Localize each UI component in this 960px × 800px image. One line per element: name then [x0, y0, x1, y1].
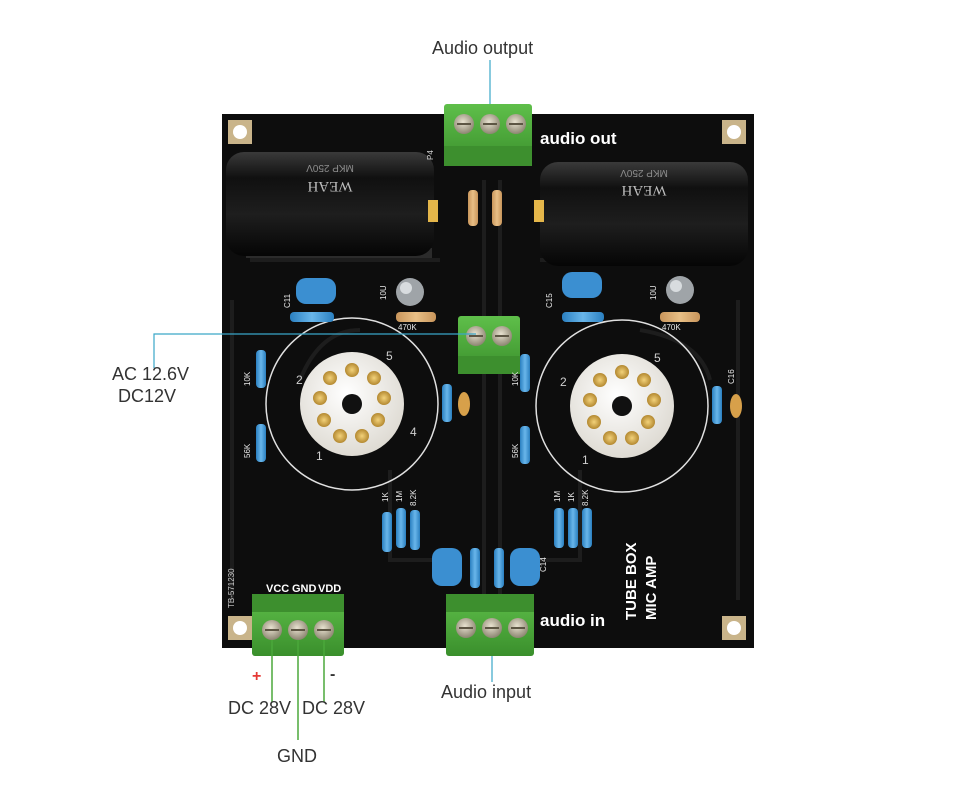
svg-text:2: 2 [296, 373, 303, 387]
mounting-holes [228, 120, 746, 640]
svg-text:MKP 250V: MKP 250V [306, 162, 354, 173]
power-callout-lines [271, 640, 325, 740]
svg-text:470K: 470K [662, 323, 681, 332]
terminal-ac-input [458, 316, 520, 374]
svg-text:MKP 250V: MKP 250V [620, 167, 668, 178]
svg-text:10K: 10K [511, 371, 520, 386]
silk-p4: P4 [426, 150, 435, 160]
svg-text:56K: 56K [511, 443, 520, 458]
svg-text:10U: 10U [649, 285, 658, 300]
svg-text:WEAH: WEAH [307, 178, 352, 194]
callout-dc-negative: DC 28V [302, 698, 366, 718]
svg-text:1: 1 [582, 453, 589, 467]
tube-socket-left: 2 5 1 4 [265, 317, 439, 491]
svg-text:C11: C11 [283, 293, 292, 308]
svg-text:10K: 10K [243, 371, 252, 386]
silk-gnd: GND [292, 583, 317, 595]
callout-audio-output: Audio output [432, 38, 534, 58]
svg-text:C15: C15 [545, 293, 554, 308]
silk-audio-in: audio in [540, 611, 605, 630]
svg-text:2: 2 [560, 375, 567, 389]
svg-text:C16: C16 [727, 369, 736, 384]
minus-sign: - [330, 666, 336, 683]
big-capacitor-left: WEAH MKP 250V [226, 152, 438, 258]
svg-text:8.2K: 8.2K [409, 489, 418, 506]
svg-text:56K: 56K [243, 443, 252, 458]
svg-text:5: 5 [386, 349, 393, 363]
callout-lines [153, 60, 493, 682]
resistors-vertical [256, 190, 722, 588]
silk-vcc: VCC [266, 583, 289, 595]
svg-text:4: 4 [410, 425, 417, 439]
terminal-audio-in [446, 594, 534, 656]
svg-text:10U: 10U [379, 285, 388, 300]
svg-text:1K: 1K [381, 492, 390, 502]
resistors-horizontal [290, 312, 700, 322]
svg-text:5: 5 [654, 351, 661, 365]
svg-text:1K: 1K [567, 492, 576, 502]
silk-audio-out: audio out [540, 129, 617, 148]
svg-text:470K: 470K [398, 323, 417, 332]
silk-part-no: TB-571230 [227, 568, 236, 608]
silk-title-2: MIC AMP [643, 556, 660, 620]
tube-socket-right: 2 5 1 [535, 319, 709, 493]
callout-dc-positive: DC 28V [228, 698, 292, 718]
electrolytic-capacitors [396, 276, 694, 306]
callout-ac-line1: AC 12.6V [112, 364, 190, 384]
silk-vdd: VDD [318, 583, 341, 595]
svg-text:1M: 1M [553, 491, 562, 502]
terminal-audio-out [444, 104, 532, 166]
film-capacitors [296, 272, 602, 586]
terminal-power [252, 594, 344, 656]
svg-text:1M: 1M [395, 491, 404, 502]
silk-title-1: TUBE BOX [623, 542, 640, 620]
svg-text:C14: C14 [539, 557, 548, 572]
plus-sign: + [252, 668, 262, 685]
big-capacitor-right: WEAH MKP 250V [534, 162, 748, 266]
svg-text:WEAH: WEAH [621, 182, 666, 198]
svg-text:1: 1 [316, 449, 323, 463]
callout-ac-line2: DC12V [118, 386, 177, 406]
svg-text:8.2K: 8.2K [581, 489, 590, 506]
callout-audio-input: Audio input [441, 682, 532, 702]
callout-gnd: GND [277, 746, 317, 766]
ceramic-capacitors [458, 392, 742, 418]
